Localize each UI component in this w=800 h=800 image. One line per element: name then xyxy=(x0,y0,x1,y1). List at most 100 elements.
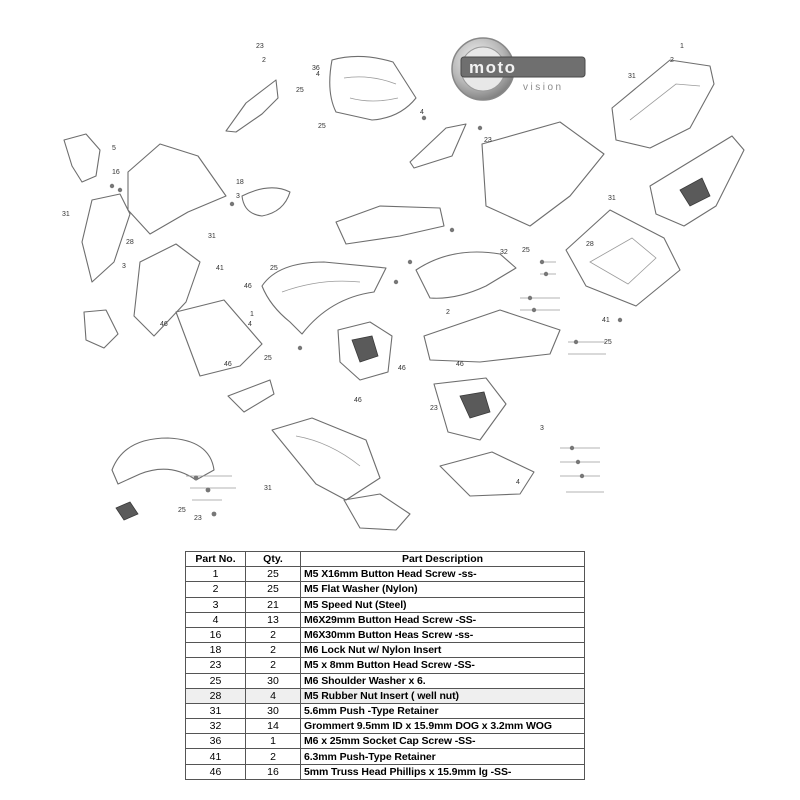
description: M6X30mm Button Heas Screw -ss- xyxy=(300,626,585,644)
part-undertray xyxy=(565,209,681,307)
description: 6.3mm Push-Type Retainer xyxy=(300,748,585,765)
part-seat-cowl xyxy=(611,59,715,149)
part-no: 18 xyxy=(185,642,246,659)
callout: 31 xyxy=(628,73,636,80)
part-mid-fairing xyxy=(175,299,263,377)
callout: 46 xyxy=(160,321,168,328)
motovision-logo: moto vision xyxy=(447,35,587,103)
callout: 2 xyxy=(670,57,674,64)
callout: 31 xyxy=(208,233,216,240)
logo-text-moto: moto xyxy=(469,58,517,77)
callout: 2 xyxy=(446,309,450,316)
qty: 16 xyxy=(245,763,301,780)
part-right-lower-fairing xyxy=(439,451,535,497)
part-no: 28 xyxy=(185,687,246,704)
callout: 46 xyxy=(456,361,464,368)
part-right-mirror xyxy=(241,187,291,217)
description: 5.6mm Push -Type Retainer xyxy=(300,702,585,720)
part-no: 4 xyxy=(185,611,246,628)
exploded-fairing-diagram: 23 2 4 36 25 4 23 25 1 2 31 5 16 18 3 31… xyxy=(62,43,745,531)
part-front-fender xyxy=(111,437,215,485)
table-header-row: Part No. Qty. Part Description xyxy=(185,550,585,568)
callout: 28 xyxy=(126,239,134,246)
part-no: 25 xyxy=(185,672,246,689)
description: M6X29mm Button Head Screw -SS- xyxy=(300,611,585,628)
part-tank-side xyxy=(409,123,467,169)
part-bracket-small xyxy=(227,379,275,413)
part-belly-pan-lower xyxy=(343,493,411,531)
callout: 36 xyxy=(312,65,320,72)
part-no: 3 xyxy=(185,596,246,613)
part-left-side-fairing xyxy=(261,261,387,335)
description: M5 Rubber Nut Insert ( well nut) xyxy=(300,687,585,704)
description: Grommert 9.5mm ID x 15.9mm DOG x 3.2mm W… xyxy=(300,718,585,735)
fastener-dots xyxy=(109,115,623,517)
description: M6 x 25mm Socket Cap Screw -SS- xyxy=(300,733,585,750)
description: M5 Flat Washer (Nylon) xyxy=(300,581,585,598)
callout: 1 xyxy=(680,43,684,50)
callout: 3 xyxy=(122,263,126,270)
qty: 1 xyxy=(245,733,301,750)
logo-graphic: moto vision xyxy=(451,37,586,101)
part-no: 41 xyxy=(185,748,246,765)
qty: 21 xyxy=(245,596,301,613)
callout: 23 xyxy=(484,137,492,144)
callout: 41 xyxy=(602,317,610,324)
description: M5 x 8mm Button Head Screw -SS- xyxy=(300,657,585,674)
callout-labels: 23 2 4 36 25 4 23 25 1 2 31 5 16 18 3 31… xyxy=(62,43,684,522)
part-no: 2 xyxy=(185,581,246,598)
callout: 28 xyxy=(586,241,594,248)
part-front-upper-fairing xyxy=(133,243,201,337)
part-no: 1 xyxy=(185,566,246,583)
part-no: 16 xyxy=(185,626,246,644)
diagram-svg: 23 2 4 36 25 4 23 25 1 2 31 5 16 18 3 31… xyxy=(62,43,745,531)
callout: 46 xyxy=(224,361,232,368)
callout: 2 xyxy=(262,57,266,64)
qty: 2 xyxy=(245,626,301,644)
callout: 4 xyxy=(420,109,424,116)
callout: 5 xyxy=(112,145,116,152)
qty: 30 xyxy=(245,702,301,720)
qty: 13 xyxy=(245,611,301,628)
part-tank-panel xyxy=(481,121,605,227)
hardware-marks xyxy=(186,261,606,501)
part-right-side-fairing xyxy=(415,251,517,299)
callout: 4 xyxy=(316,71,320,78)
callout: 3 xyxy=(540,425,544,432)
part-tank-cover xyxy=(329,55,417,121)
callout: 4 xyxy=(248,321,252,328)
description: 5mm Truss Head Phillips x 15.9mm lg -SS- xyxy=(300,763,585,780)
callout: 25 xyxy=(178,507,186,514)
callout: 25 xyxy=(318,123,326,130)
callout: 23 xyxy=(194,515,202,522)
qty: 30 xyxy=(245,672,301,689)
description: M5 Speed Nut (Steel) xyxy=(300,596,585,613)
part-no: 46 xyxy=(185,763,246,780)
callout: 16 xyxy=(112,169,120,176)
part-headlight-nose xyxy=(81,193,131,283)
part-no: 31 xyxy=(185,702,246,720)
callout: 31 xyxy=(608,195,616,202)
callout: 32 xyxy=(500,249,508,256)
callout: 46 xyxy=(354,397,362,404)
part-left-mirror xyxy=(63,133,101,183)
callout: 25 xyxy=(296,87,304,94)
callout: 4 xyxy=(516,479,520,486)
part-windscreen xyxy=(127,143,227,235)
callout: 31 xyxy=(264,485,272,492)
callout: 23 xyxy=(256,43,264,50)
header-description: Part Description xyxy=(300,550,585,568)
callout: 46 xyxy=(244,283,252,290)
callout: 25 xyxy=(604,339,612,346)
